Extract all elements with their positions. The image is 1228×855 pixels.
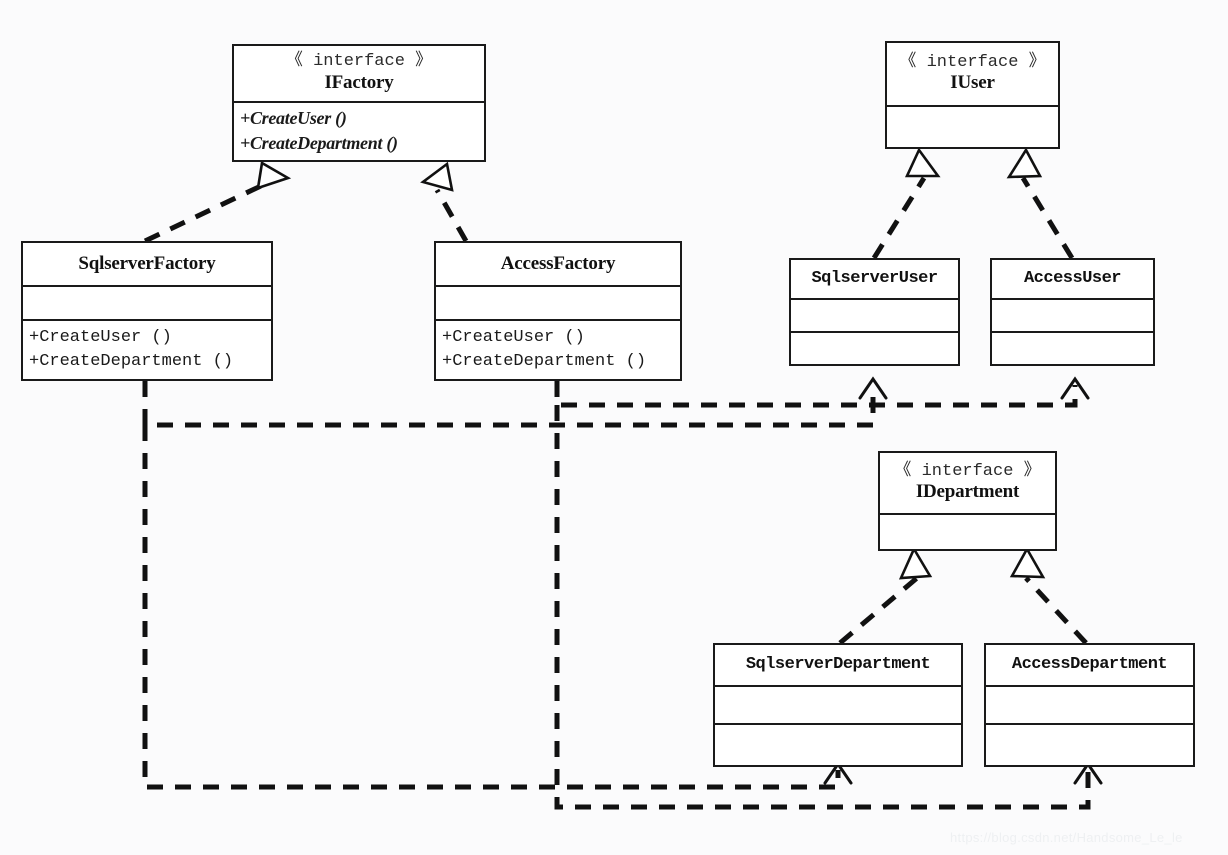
realization-sqlserveruser-iuser (871, 176, 927, 260)
ifactory-methods: +CreateUser () +CreateDepartment () (234, 100, 484, 160)
class-box-accessfactory[interactable]: AccessFactory +CreateUser () +CreateDepa… (434, 241, 682, 381)
class-box-iuser[interactable]: 《 interface 》 IUser (885, 41, 1060, 149)
triangle-arrowhead-idepartment-right (1009, 546, 1046, 579)
class-box-ifactory[interactable]: 《 interface 》 IFactory +CreateUser () +C… (232, 44, 486, 162)
accessuser-name: AccessUser (1023, 268, 1122, 288)
class-box-accessdepartment[interactable]: AccessDepartment (984, 643, 1195, 767)
ifactory-method-0: +CreateUser () (240, 107, 347, 128)
watermark-bottom: https://blog.csdn.net/Handsome_Le_le (950, 830, 1183, 845)
triangle-arrowhead-ifactory-right (420, 161, 454, 192)
class-box-accessuser[interactable]: AccessUser (990, 258, 1155, 366)
accessfactory-name: AccessFactory (500, 252, 616, 274)
accessfactory-methods: +CreateUser () +CreateDepartment () (436, 319, 680, 379)
sqlserverfactory-header: SqlserverFactory (23, 243, 271, 285)
accessfactory-header: AccessFactory (436, 243, 680, 285)
sqlserverdepartment-attributes (715, 685, 961, 723)
dependency-accessfactory-accessuser (554, 381, 1078, 408)
ifactory-method-1: +CreateDepartment () (240, 133, 398, 154)
realization-accessuser-iuser (1020, 176, 1075, 260)
accessuser-methods (992, 331, 1153, 364)
sqlserverdepartment-methods (715, 723, 961, 765)
class-box-sqlserverfactory[interactable]: SqlserverFactory +CreateUser () +CreateD… (21, 241, 273, 381)
accessdepartment-header: AccessDepartment (986, 645, 1193, 685)
dependency-sqlserverfactory-sqlserveruser (142, 381, 876, 428)
sqlserverfactory-method-1: +CreateDepartment () (29, 352, 234, 371)
sqlserverfactory-attributes (23, 285, 271, 319)
idepartment-stereotype: 《 interface 》 (894, 461, 1041, 481)
ifactory-stereotype: 《 interface 》 (285, 52, 433, 72)
class-box-sqlserverdepartment[interactable]: SqlserverDepartment (713, 643, 963, 767)
sqlserverdepartment-name: SqlserverDepartment (745, 654, 931, 674)
triangle-arrowhead-ifactory-left (256, 160, 292, 190)
accessfactory-attributes (436, 285, 680, 319)
accessfactory-method-0: +CreateUser () (442, 327, 585, 347)
accessdepartment-attributes (986, 685, 1193, 723)
sqlserveruser-name: SqlserverUser (811, 268, 938, 288)
triangle-arrowhead-iuser-left (904, 147, 941, 178)
ifactory-name: IFactory (324, 71, 394, 93)
triangle-arrowhead-iuser-right (1006, 147, 1043, 179)
class-box-idepartment[interactable]: 《 interface 》 IDepartment (878, 451, 1057, 551)
sqlserverdepartment-header: SqlserverDepartment (715, 645, 961, 685)
sqlserveruser-methods (791, 331, 958, 364)
sqlserverfactory-method-0: +CreateUser () (29, 327, 172, 347)
realization-sqlserverfactory-ifactory (143, 181, 267, 244)
realization-accessdepartment-idepartment (1024, 576, 1088, 645)
iuser-name: IUser (950, 72, 995, 94)
sqlserverfactory-name: SqlserverFactory (78, 252, 216, 274)
iuser-stereotype: 《 interface 》 (899, 52, 1046, 72)
open-arrowhead-sqlserveruser (858, 376, 888, 400)
open-arrowhead-accessuser (1060, 376, 1090, 400)
idepartment-members (880, 513, 1055, 549)
iuser-header: 《 interface 》 IUser (887, 43, 1058, 105)
accessfactory-method-1: +CreateDepartment () (442, 352, 647, 371)
accessdepartment-name: AccessDepartment (1011, 654, 1168, 674)
sqlserveruser-header: SqlserverUser (791, 260, 958, 298)
idepartment-header: 《 interface 》 IDepartment (880, 453, 1055, 513)
accessuser-header: AccessUser (992, 260, 1153, 298)
sqlserverfactory-methods: +CreateUser () +CreateDepartment () (23, 319, 271, 379)
iuser-members (887, 105, 1058, 147)
accessuser-attributes (992, 298, 1153, 331)
class-box-sqlserveruser[interactable]: SqlserverUser (789, 258, 960, 366)
ifactory-header: 《 interface 》 IFactory (234, 46, 484, 101)
triangle-arrowhead-idepartment-left (898, 546, 933, 580)
accessdepartment-methods (986, 723, 1193, 765)
realization-sqlserverdepartment-idepartment (838, 576, 919, 645)
realization-accessfactory-ifactory (434, 188, 469, 243)
sqlserveruser-attributes (791, 298, 958, 331)
idepartment-name: IDepartment (915, 481, 1020, 503)
